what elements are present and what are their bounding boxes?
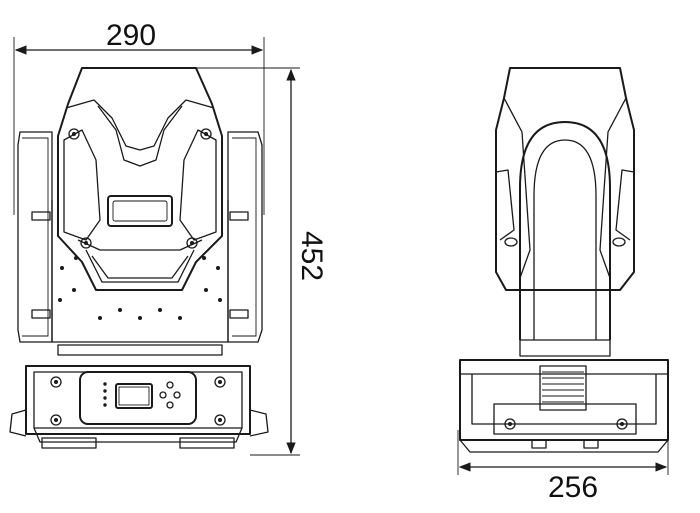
front-base	[9, 365, 269, 449]
yoke-left-arm	[17, 131, 53, 343]
dimension-label-452: 452	[295, 231, 328, 281]
dimension-height: 452	[196, 67, 328, 456]
head-screws	[68, 128, 212, 249]
vent-grille	[539, 365, 587, 411]
yoke-body	[51, 200, 229, 343]
moving-head	[57, 67, 223, 320]
dimension-label-256: 256	[548, 471, 598, 504]
dimension-front-width: 290	[13, 19, 265, 215]
led-indicators	[103, 382, 107, 407]
yoke-right-arm	[227, 131, 263, 343]
dimension-label-290: 290	[106, 19, 156, 52]
side-head	[495, 67, 635, 291]
side-yoke-arch	[519, 121, 611, 340]
side-base	[459, 359, 669, 453]
lcd-display	[115, 383, 153, 409]
dimension-side-width: 256	[457, 430, 669, 504]
control-panel	[79, 371, 197, 425]
yoke-rivets	[58, 256, 222, 320]
head-display-window	[107, 195, 173, 227]
front-view	[9, 67, 269, 449]
menu-buttons	[159, 381, 181, 409]
side-view	[459, 67, 669, 453]
